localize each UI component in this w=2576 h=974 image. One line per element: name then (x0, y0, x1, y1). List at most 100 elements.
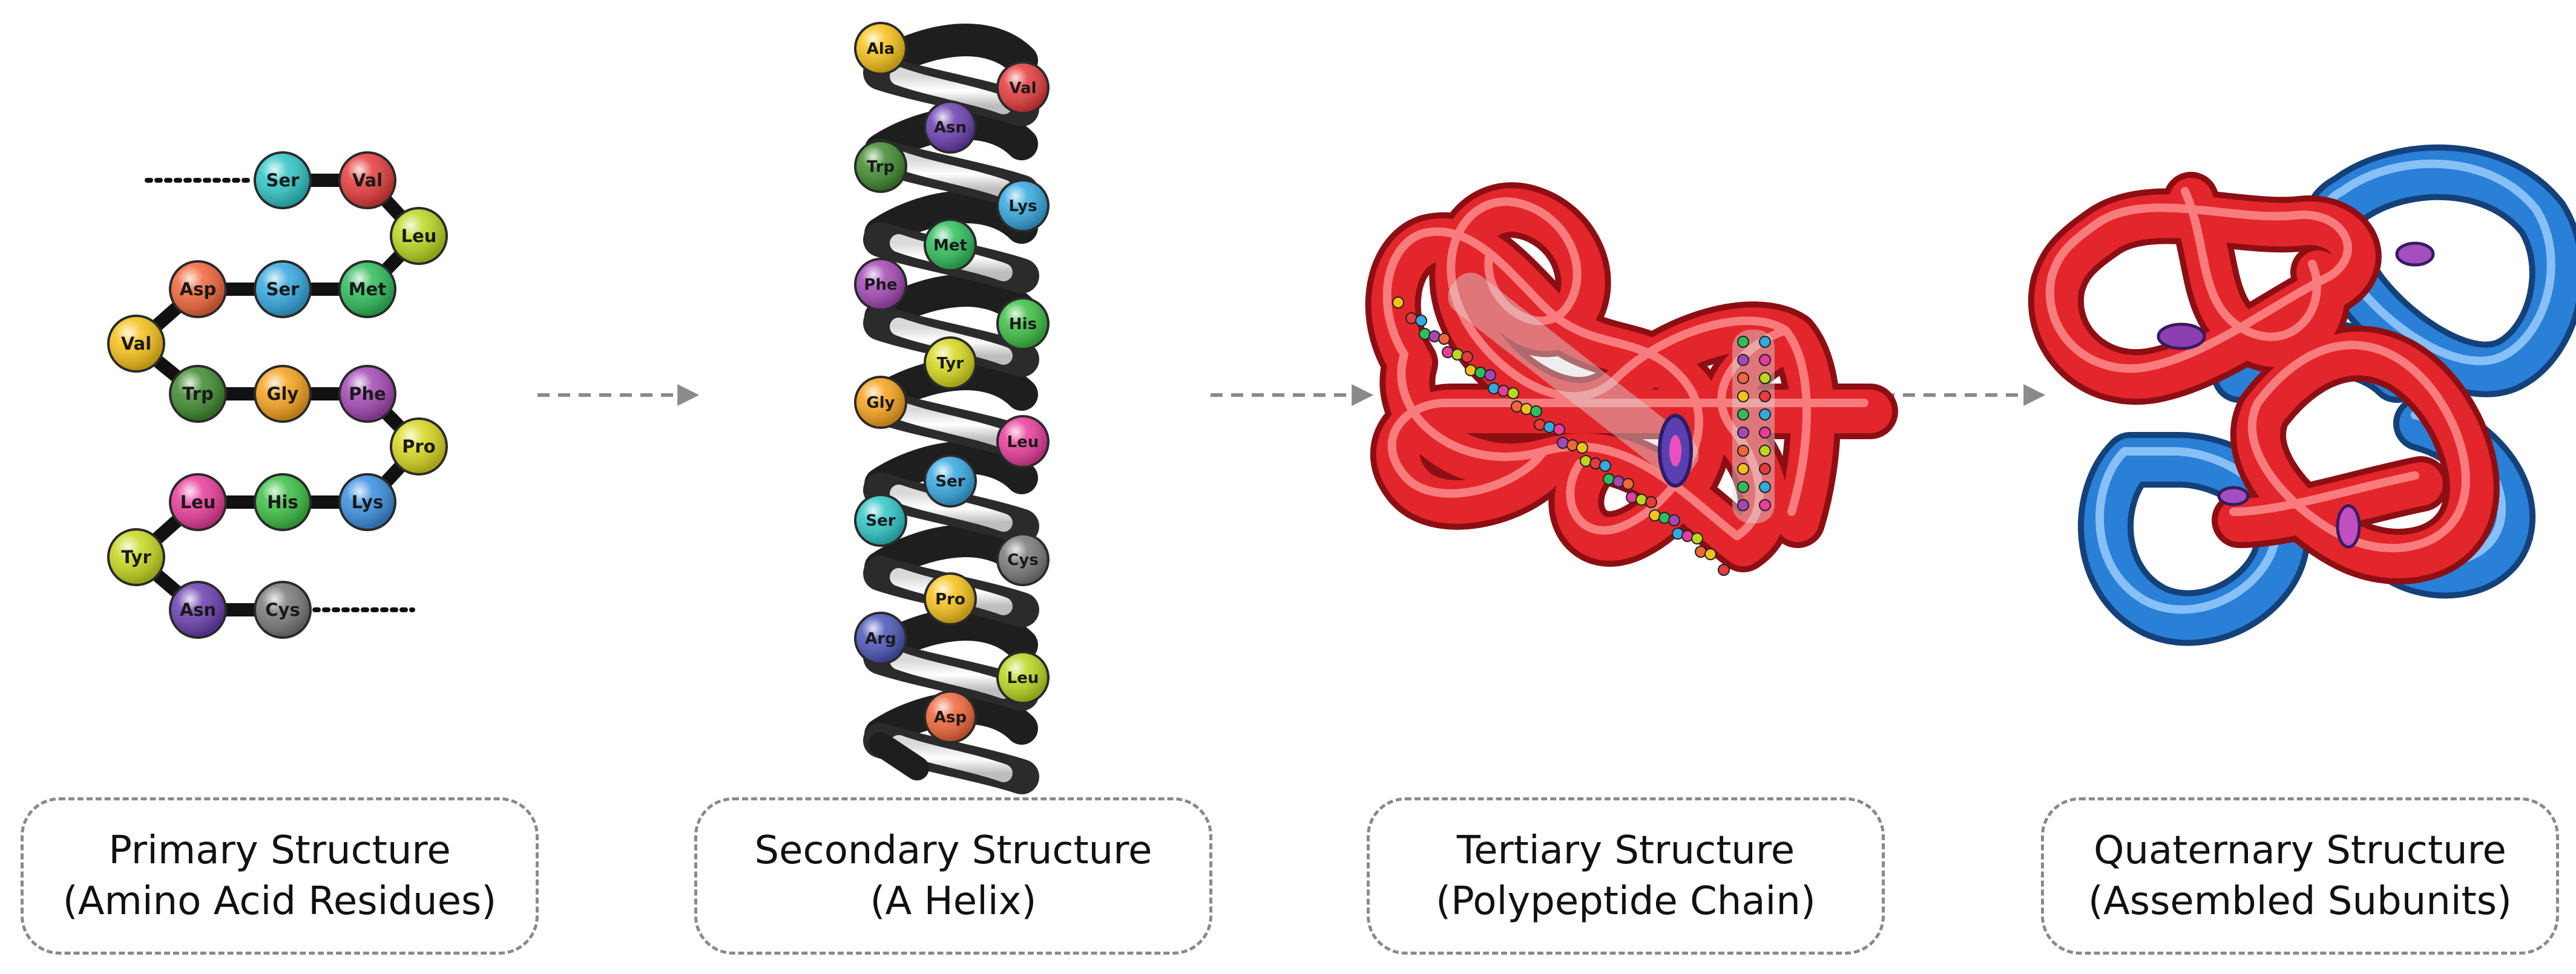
primary-residue-1-shine (256, 154, 309, 207)
helix-front-ribbon-9 (890, 735, 1013, 782)
primary-residue-16-shine (171, 583, 225, 636)
tertiary-bead (1438, 333, 1450, 345)
helix-residue-2-shine (999, 64, 1047, 112)
tertiary-bead (1737, 372, 1749, 384)
helix-residue-4-label: Trp (867, 158, 895, 176)
helix-residue-17-label: Leu (1007, 669, 1039, 687)
primary-residue-13-label: His (267, 492, 298, 512)
primary-residue-8-shine (171, 367, 225, 420)
primary-residue-4-shine (341, 263, 394, 316)
heme-disk-3 (2336, 504, 2361, 549)
helix-residue-11-label: Leu (1007, 433, 1039, 451)
primary-residue-17: Cys (254, 581, 312, 639)
primary-residue-17-label: Cys (265, 600, 300, 620)
helix-residue-15-shine (926, 575, 974, 623)
tertiary-bead (1576, 442, 1588, 454)
primary-residue-6-shine (171, 263, 225, 316)
tertiary-bead (1507, 387, 1519, 399)
tertiary-bead (1759, 463, 1771, 475)
tertiary-bead (1668, 514, 1680, 526)
helix-residue-6-shine (926, 221, 974, 269)
heme-disk-2 (2395, 241, 2435, 267)
tertiary-residue-beads (1392, 296, 1771, 576)
secondary-title: Secondary Structure (754, 828, 1152, 873)
tertiary-bead (1691, 532, 1703, 544)
quaternary-red-highlight (2045, 187, 2470, 552)
primary-residue-8-label: Trp (182, 384, 214, 404)
helix-residue-3-shine (926, 103, 974, 151)
primary-residue-7-label: Val (121, 333, 151, 354)
helix-residue-12-label: Ser (935, 472, 965, 491)
primary-residue-15-label: Tyr (121, 547, 151, 567)
alpha-helix: AlaValAsnTrpLysMetPheHisTyrGlyLeuSerSerC… (854, 22, 1050, 794)
helix-residue-15: Pro (924, 572, 977, 626)
helix-residue-17-shine (999, 653, 1047, 702)
primary-residue-15-shine (110, 531, 163, 584)
primary-residue-3: Leu (390, 207, 448, 265)
tertiary-chain-highlight (1382, 197, 1868, 540)
helix-residue-9-label: Tyr (937, 355, 964, 373)
helix-residue-13-label: Ser (866, 512, 895, 530)
helix-residue-14-label: Cys (1007, 551, 1039, 569)
tertiary-bead (1737, 445, 1749, 457)
label-box-primary: Primary Structure (Amino Acid Residues) (21, 797, 539, 955)
helix-residue-14: Cys (996, 533, 1050, 586)
tertiary-bead (1737, 427, 1749, 439)
helix-residue-1: Ala (854, 22, 907, 75)
primary-residue-10-shine (341, 367, 394, 420)
helix-residue-4: Trp (854, 140, 907, 193)
tertiary-bead (1622, 478, 1634, 490)
primary-residue-13-shine (256, 476, 309, 529)
primary-residue-1-label: Ser (266, 170, 300, 191)
helix-residue-3: Asn (924, 100, 977, 154)
primary-residue-11-shine (392, 420, 445, 473)
helix-tail (869, 732, 929, 780)
primary-residue-17-shine (256, 583, 309, 636)
tertiary-bead (1737, 408, 1749, 420)
primary-residue-10: Phe (338, 365, 396, 423)
label-box-tertiary: Tertiary Structure (Polypeptide Chain) (1367, 797, 1885, 955)
tertiary-bead (1461, 351, 1473, 363)
quaternary-structure-assembly (2028, 144, 2576, 646)
tertiary-chain (1371, 188, 1892, 566)
tertiary-heme-center (1669, 435, 1681, 466)
primary-residue-16: Asn (169, 581, 227, 639)
helix-residue-18: Asp (924, 690, 977, 744)
tertiary-bead (1737, 481, 1749, 493)
primary-title: Primary Structure (108, 828, 451, 873)
tertiary-bead (1392, 296, 1404, 309)
helix-residue-1-shine (856, 24, 905, 73)
helix-residue-15-label: Pro (935, 590, 965, 609)
helix-residue-12-shine (926, 457, 974, 505)
tertiary-bead (1718, 564, 1730, 576)
primary-residue-3-shine (392, 209, 445, 263)
helix-residue-16-label: Arg (865, 630, 896, 648)
primary-residue-6: Asp (169, 260, 227, 318)
helix-residue-5-shine (999, 181, 1047, 230)
quaternary-title: Quaternary Structure (2094, 828, 2506, 873)
primary-residue-8: Trp (169, 365, 227, 423)
primary-residue-16-label: Asn (180, 600, 216, 620)
helix-residue-11-shine (999, 417, 1047, 466)
primary-residue-13: His (254, 473, 312, 531)
tertiary-bead (1759, 372, 1771, 384)
helix-front-ribbon-5 (890, 401, 1013, 448)
helix-residue-7-label: Phe (864, 276, 897, 294)
quaternary-red-subunit (2034, 178, 2494, 578)
helix-residue-18-label: Asp (934, 708, 967, 727)
helix-residue-9-shine (926, 339, 974, 387)
tertiary-bead (1530, 405, 1542, 417)
helix-residue-8: His (996, 297, 1050, 350)
quaternary-blue-highlight (2095, 159, 2555, 614)
helix-residue-13: Ser (854, 494, 907, 547)
helix-residue-2-label: Val (1009, 79, 1036, 97)
tertiary-bead (1759, 408, 1771, 420)
helix-residue-8-label: His (1009, 315, 1037, 333)
helix-front-ribbon-6 (890, 485, 1013, 532)
tertiary-bead (1553, 423, 1565, 436)
primary-residue-5: Ser (254, 260, 312, 318)
heme-disk-1 (2157, 322, 2206, 350)
label-box-quaternary: Quaternary Structure (Assembled Subunits… (2041, 797, 2559, 955)
primary-residue-11: Pro (390, 417, 448, 476)
